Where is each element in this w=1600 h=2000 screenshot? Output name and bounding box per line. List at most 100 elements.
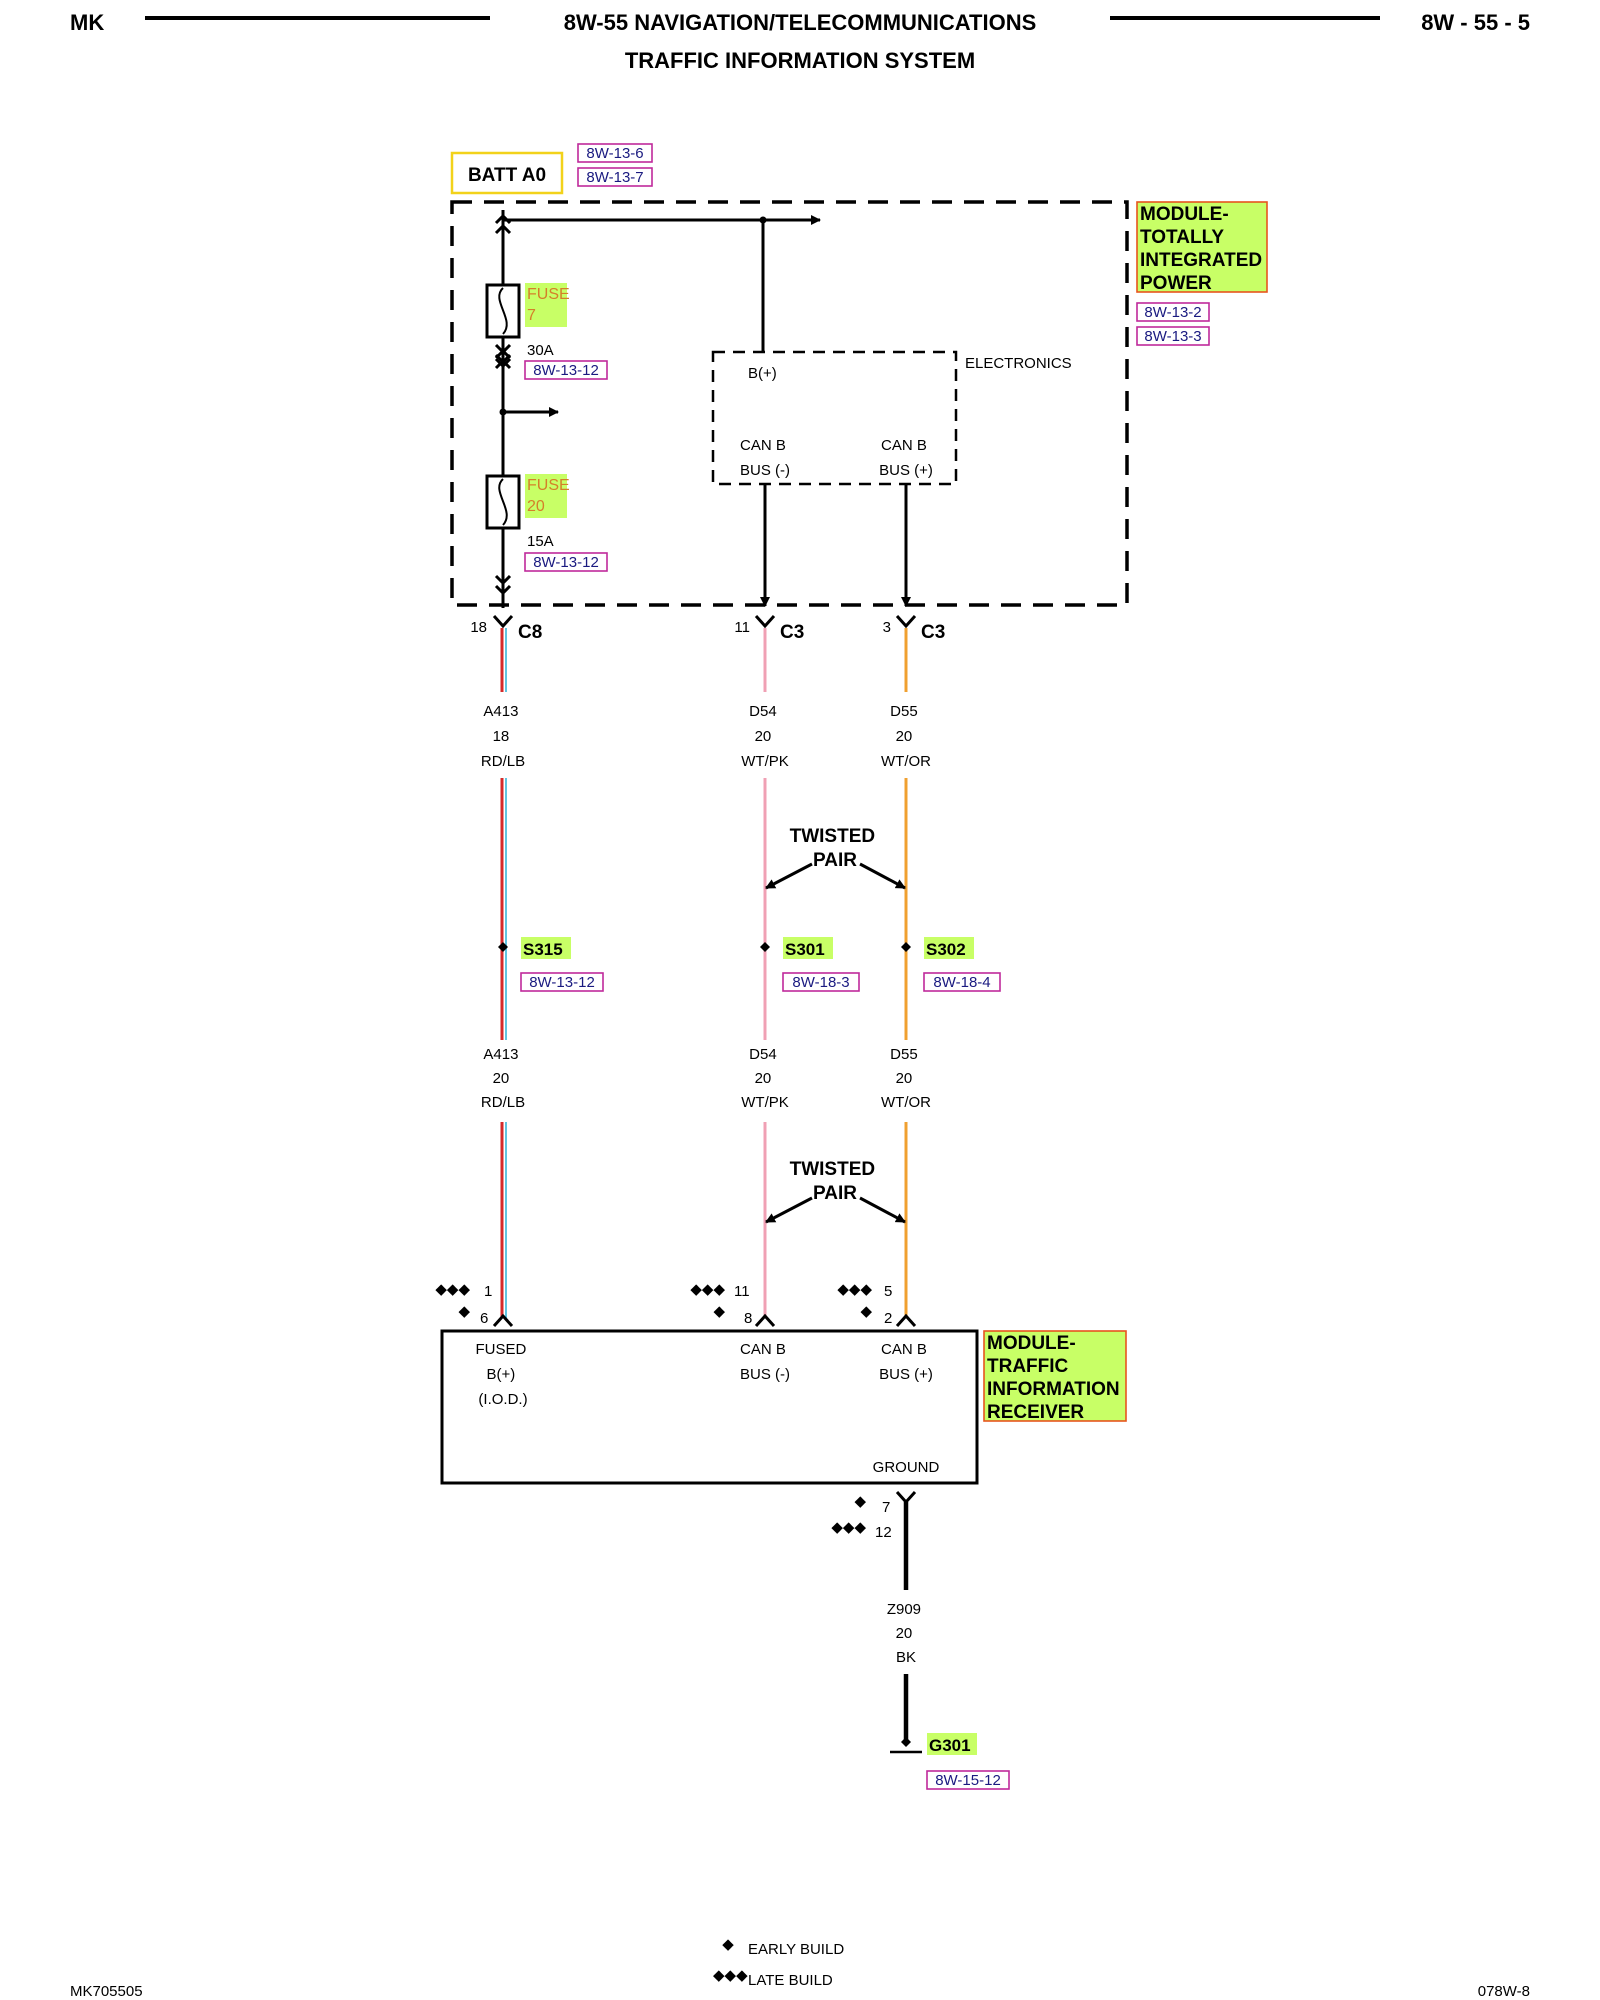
receiver-pin-can-plus-late: 5 xyxy=(884,1283,892,1300)
splice-s301-ref-box xyxy=(782,972,860,992)
twisted-pair-arrow-left xyxy=(765,862,813,890)
header-subtitle: TRAFFIC INFORMATION SYSTEM xyxy=(625,48,975,73)
receiver-pins: ◆◆◆ 1 ◆ 6 ◆◆◆ 11 ◆ 8 ◆◆◆ 5 ◆ 2 xyxy=(435,1281,917,1328)
fuse-20-ref[interactable]: 8W-13-12 xyxy=(533,554,599,571)
tipm-ref-box-2 xyxy=(1136,326,1210,346)
early-build-marker-icon: ◆ xyxy=(713,1303,725,1320)
splice-s315-ref-box xyxy=(520,972,604,992)
splice-s315-highlight xyxy=(521,937,571,959)
wire-labels-lower: A413 20 RD/LB D54 20 WT/PK D55 20 WT/OR xyxy=(481,1046,931,1111)
wire-label-a413-lower: A413 20 RD/LB xyxy=(481,1046,525,1111)
legend-early-label: EARLY BUILD xyxy=(748,1941,844,1958)
twisted-pair-upper: TWISTED PAIR xyxy=(765,826,906,890)
receiver-can-plus: CAN B BUS (+) xyxy=(879,1341,933,1383)
traffic-receiver-module: FUSED B(+) (I.O.D.) CAN B BUS (-) CAN B … xyxy=(440,1329,1127,1485)
fuse-7-rating: 30A xyxy=(527,342,554,359)
header-title: 8W-55 NAVIGATION/TELECOMMUNICATIONS xyxy=(564,10,1037,35)
splice-s302-name[interactable]: S302 xyxy=(926,940,966,959)
fuse-7-label[interactable]: FUSE xyxy=(527,286,570,303)
connector-c3-3-icon xyxy=(895,614,917,629)
electronics-label: ELECTRONICS xyxy=(965,355,1072,372)
fuse-20-label[interactable]: FUSE xyxy=(527,477,570,494)
connector-chevron-4 xyxy=(494,574,512,596)
batt-label: BATT A0 xyxy=(468,165,546,186)
ground-ref[interactable]: 8W-15-12 xyxy=(935,1772,1001,1789)
legend: ◆ EARLY BUILD ◆◆◆ LATE BUILD xyxy=(713,1936,844,1989)
ground-connector-icon xyxy=(895,1490,917,1505)
splice-s315-name[interactable]: S315 xyxy=(523,940,563,959)
fuse-7-number: 7 xyxy=(527,307,536,324)
receiver-pin-can-minus-late: 11 xyxy=(734,1283,750,1300)
splice-s301-name[interactable]: S301 xyxy=(785,940,825,959)
splice-s301: S301 8W-18-3 xyxy=(760,937,860,992)
receiver-pin-can-minus-early: 8 xyxy=(744,1310,752,1327)
page-header: MK 8W-55 NAVIGATION/TELECOMMUNICATIONS 8… xyxy=(70,10,1530,73)
fuse-7-ref-box xyxy=(524,360,608,380)
receiver-pin-fused-late: 1 xyxy=(484,1283,492,1300)
tipm-module: MODULE- TOTALLY INTEGRATED POWER 8W-13-2… xyxy=(450,200,1268,608)
fuse-7-element-icon xyxy=(498,287,508,335)
connector-c8-name: C8 xyxy=(518,622,542,643)
receiver-connector-1-icon xyxy=(492,1313,514,1328)
tipm-name: MODULE- TOTALLY INTEGRATED POWER xyxy=(1140,204,1267,294)
receiver-pin-can-plus-early: 2 xyxy=(884,1310,892,1327)
twisted-pair-arrow-right xyxy=(859,862,906,890)
wire-a413 xyxy=(500,628,507,1318)
splice-s315-ref[interactable]: 8W-13-12 xyxy=(529,974,595,991)
legend-late-icon: ◆◆◆ xyxy=(713,1967,748,1984)
header-page-number: 8W - 55 - 5 xyxy=(1421,10,1530,35)
splice-s302: S302 8W-18-4 xyxy=(901,937,1001,992)
fuse-20-element-icon xyxy=(498,478,508,526)
electronics-b-plus: B(+) xyxy=(748,365,777,382)
batt-ref-box-2 xyxy=(577,167,653,187)
connector-c8-pin: 18 xyxy=(470,619,487,636)
ground-name[interactable]: G301 xyxy=(929,1736,971,1755)
tipm-ref-2[interactable]: 8W-13-3 xyxy=(1144,328,1201,345)
wire-label-d55-upper: D55 20 WT/OR xyxy=(881,703,931,770)
electronics-can-minus: CAN B BUS (-) xyxy=(740,437,790,479)
fuse-20-rating: 15A xyxy=(527,533,554,550)
fuse-20-ref-box xyxy=(524,552,608,572)
batt-a0-source: BATT A0 8W-13-6 8W-13-7 xyxy=(450,143,653,195)
wire-label-d55-lower: D55 20 WT/OR xyxy=(881,1046,931,1111)
twisted-pair-label-lower: TWISTED PAIR xyxy=(790,1159,881,1204)
connector-c8-icon xyxy=(492,614,514,629)
tipm-name-box xyxy=(1136,201,1268,293)
late-build-marker-icon: ◆◆◆ xyxy=(837,1281,872,1298)
splice-s302-ref[interactable]: 8W-18-4 xyxy=(933,974,990,991)
ground-pin-early: 7 xyxy=(882,1499,890,1516)
wire-label-a413-upper: A413 18 RD/LB xyxy=(481,703,525,770)
splice-s315-dot xyxy=(498,942,508,952)
splice-s301-highlight xyxy=(783,937,833,959)
footer-right-code: 078W-8 xyxy=(1478,1983,1530,2000)
batt-ref-2[interactable]: 8W-13-7 xyxy=(586,169,643,186)
receiver-pin-fused-early: 6 xyxy=(480,1310,488,1327)
splices: S315 8W-13-12 S301 8W-18-3 S302 8W-18-4 xyxy=(498,937,1001,992)
connector-c3-3-pin: 3 xyxy=(883,619,891,636)
electronics-can-plus: CAN B BUS (+) xyxy=(879,437,933,479)
connector-c3-11-pin: 11 xyxy=(734,619,750,636)
splice-s301-ref[interactable]: 8W-18-3 xyxy=(792,974,849,991)
receiver-name-box xyxy=(983,1330,1127,1422)
twisted-pair-lower: TWISTED PAIR xyxy=(765,1159,906,1224)
wire-label-d54-lower: D54 20 WT/PK xyxy=(741,1046,789,1111)
tipm-boundary xyxy=(450,200,1129,607)
fuse-7-ref[interactable]: 8W-13-12 xyxy=(533,362,599,379)
header-left-code: MK xyxy=(70,10,104,35)
batt-ref-1[interactable]: 8W-13-6 xyxy=(586,145,643,162)
ground-circuit: ◆ 7 ◆◆◆ 12 Z909 20 BK G301 8W-15-12 xyxy=(831,1490,1010,1790)
tipm-ref-1[interactable]: 8W-13-2 xyxy=(1144,304,1201,321)
connector-c3-3-name: C3 xyxy=(921,622,945,643)
fuse-20: FUSE 20 15A 8W-13-12 xyxy=(485,474,608,572)
late-build-marker-icon: ◆◆◆ xyxy=(435,1281,470,1298)
early-build-marker-icon: ◆ xyxy=(860,1303,872,1320)
tipm-connectors: 18 C8 11 C3 3 C3 xyxy=(470,614,945,643)
wire-label-d54-upper: D54 20 WT/PK xyxy=(741,703,789,770)
receiver-can-minus: CAN B BUS (-) xyxy=(740,1341,790,1383)
fuse-7: FUSE 7 30A 8W-13-12 xyxy=(485,283,608,380)
twisted-pair-lower-arrow-left xyxy=(765,1196,813,1224)
receiver-box xyxy=(440,1329,979,1485)
electronics-box xyxy=(711,350,958,486)
ground-dot xyxy=(901,1737,911,1747)
